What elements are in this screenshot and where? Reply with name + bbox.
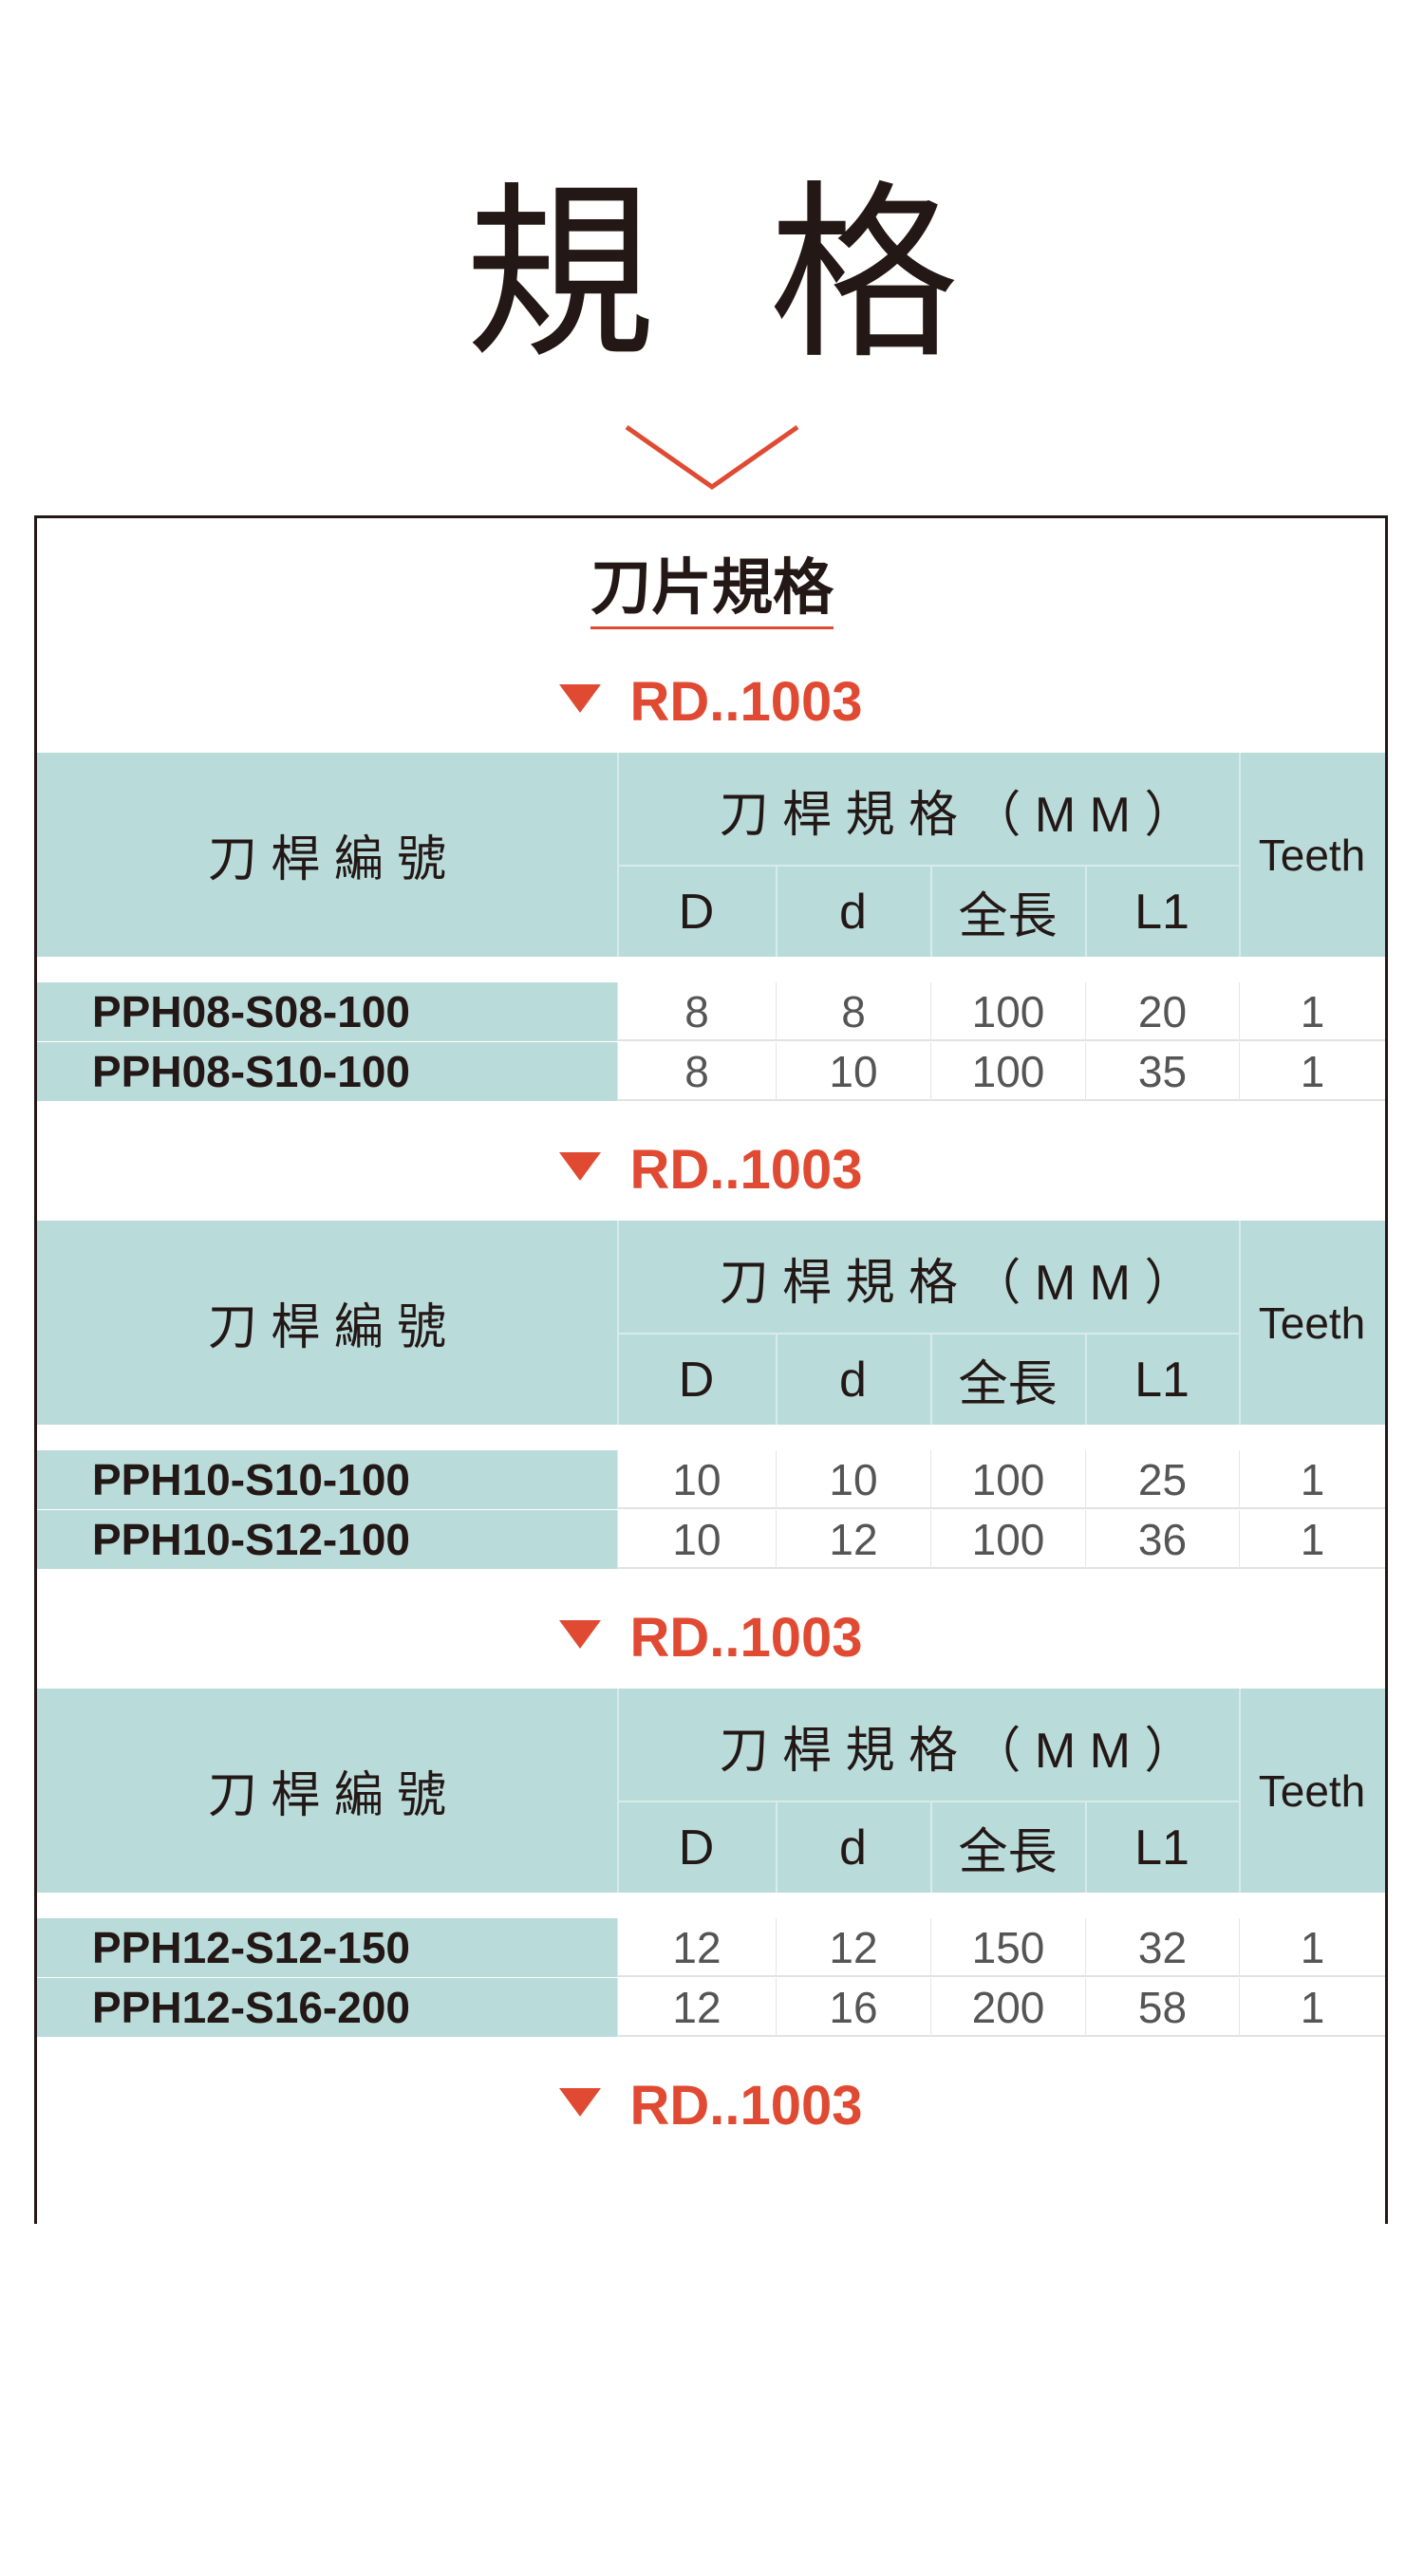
- header-teeth: Teeth: [1258, 1765, 1366, 1816]
- cell-length: 100: [930, 1450, 1085, 1509]
- series-label: RD..1003: [629, 1139, 863, 1201]
- cell-d: 8: [776, 982, 930, 1041]
- chevron-down-icon: [625, 424, 799, 491]
- header-code: 刀 桿 編 號: [207, 832, 447, 887]
- page-title: 規格: [464, 164, 1073, 385]
- triangle-down-icon: [559, 1152, 602, 1181]
- cell-l1: 36: [1085, 1510, 1239, 1569]
- series-heading: RD..1003: [37, 1138, 1385, 1203]
- header-teeth: Teeth: [1258, 830, 1366, 880]
- header-spec: 刀 桿 規 格 （ M M ）: [719, 1723, 1194, 1779]
- subtitle-text: 刀片規格: [590, 551, 834, 629]
- header-col: 全長: [958, 889, 1058, 944]
- header-col: D: [678, 884, 715, 940]
- cell-l1: 32: [1085, 1918, 1239, 1977]
- spec-section: RD..1003 刀 桿 編 號 刀 桿 規 格 （ M M ） Teeth D…: [37, 671, 1385, 1172]
- cell-l1: 58: [1085, 1978, 1239, 2037]
- cell-teeth: 1: [1239, 1510, 1385, 1569]
- cell-teeth: 1: [1239, 1042, 1385, 1101]
- series-label: RD..1003: [629, 1607, 863, 1669]
- header-teeth: Teeth: [1258, 1297, 1366, 1348]
- cell-length: 150: [930, 1918, 1085, 1977]
- cell-d: 12: [617, 1978, 776, 2037]
- header-spec: 刀 桿 規 格 （ M M ）: [719, 1255, 1194, 1311]
- part-code: PPH12-S12-150: [37, 1918, 617, 1977]
- cell-d: 8: [617, 1042, 776, 1101]
- header-col: d: [839, 1820, 867, 1876]
- cell-teeth: 1: [1239, 1918, 1385, 1977]
- cell-length: 200: [930, 1978, 1085, 2037]
- part-code: PPH10-S10-100: [37, 1450, 617, 1509]
- cell-length: 100: [930, 1042, 1085, 1101]
- header-col: 全長: [958, 1357, 1058, 1412]
- triangle-down-icon: [559, 1620, 602, 1649]
- series-label: RD..1003: [629, 671, 863, 733]
- cell-l1: 25: [1085, 1450, 1239, 1509]
- cell-l1: 20: [1085, 982, 1239, 1041]
- cell-l1: 35: [1085, 1042, 1239, 1101]
- header-col: L1: [1134, 1820, 1190, 1876]
- part-code: PPH10-S12-100: [37, 1510, 617, 1569]
- cell-length: 100: [930, 1510, 1085, 1569]
- cell-teeth: 1: [1239, 982, 1385, 1041]
- cell-d: 8: [617, 982, 776, 1041]
- series-heading: RD..1003: [37, 670, 1385, 735]
- part-code: PPH08-S10-100: [37, 1042, 617, 1101]
- cell-d: 12: [776, 1510, 930, 1569]
- header-col: 全長: [958, 1825, 1058, 1880]
- cell-length: 100: [930, 982, 1085, 1041]
- cell-teeth: 1: [1239, 1450, 1385, 1509]
- series-heading: RD..1003: [37, 1606, 1385, 1671]
- triangle-down-icon: [559, 684, 602, 713]
- header-code: 刀 桿 編 號: [207, 1768, 447, 1823]
- cell-teeth: 1: [1239, 1978, 1385, 2037]
- cell-d: 10: [617, 1450, 776, 1509]
- section-subtitle: 刀片規格: [0, 551, 1424, 629]
- series-label: RD..1003: [629, 2075, 863, 2137]
- spec-section: RD..1003: [37, 2075, 1385, 2576]
- part-code: PPH08-S08-100: [37, 982, 617, 1041]
- header-col: L1: [1134, 884, 1190, 940]
- header-col: d: [839, 884, 867, 940]
- header-col: L1: [1134, 1352, 1190, 1408]
- cell-d: 12: [617, 1918, 776, 1977]
- triangle-down-icon: [559, 2088, 602, 2117]
- cell-d: 10: [617, 1510, 776, 1569]
- header-code: 刀 桿 編 號: [207, 1300, 447, 1355]
- part-code: PPH12-S16-200: [37, 1978, 617, 2037]
- spec-section: RD..1003 刀 桿 編 號 刀 桿 規 格 （ M M ） Teeth D…: [37, 1607, 1385, 2108]
- cell-d: 10: [776, 1042, 930, 1101]
- series-heading: RD..1003: [37, 2074, 1385, 2138]
- cell-d: 12: [776, 1918, 930, 1977]
- cell-d: 16: [776, 1978, 930, 2037]
- header-col: D: [678, 1352, 715, 1408]
- header-spec: 刀 桿 規 格 （ M M ）: [719, 787, 1194, 843]
- spec-panel: [34, 515, 1388, 2224]
- cell-d: 10: [776, 1450, 930, 1509]
- spec-section: RD..1003 刀 桿 編 號 刀 桿 規 格 （ M M ） Teeth D…: [37, 1139, 1385, 1640]
- header-col: d: [839, 1352, 867, 1408]
- header-col: D: [678, 1820, 715, 1876]
